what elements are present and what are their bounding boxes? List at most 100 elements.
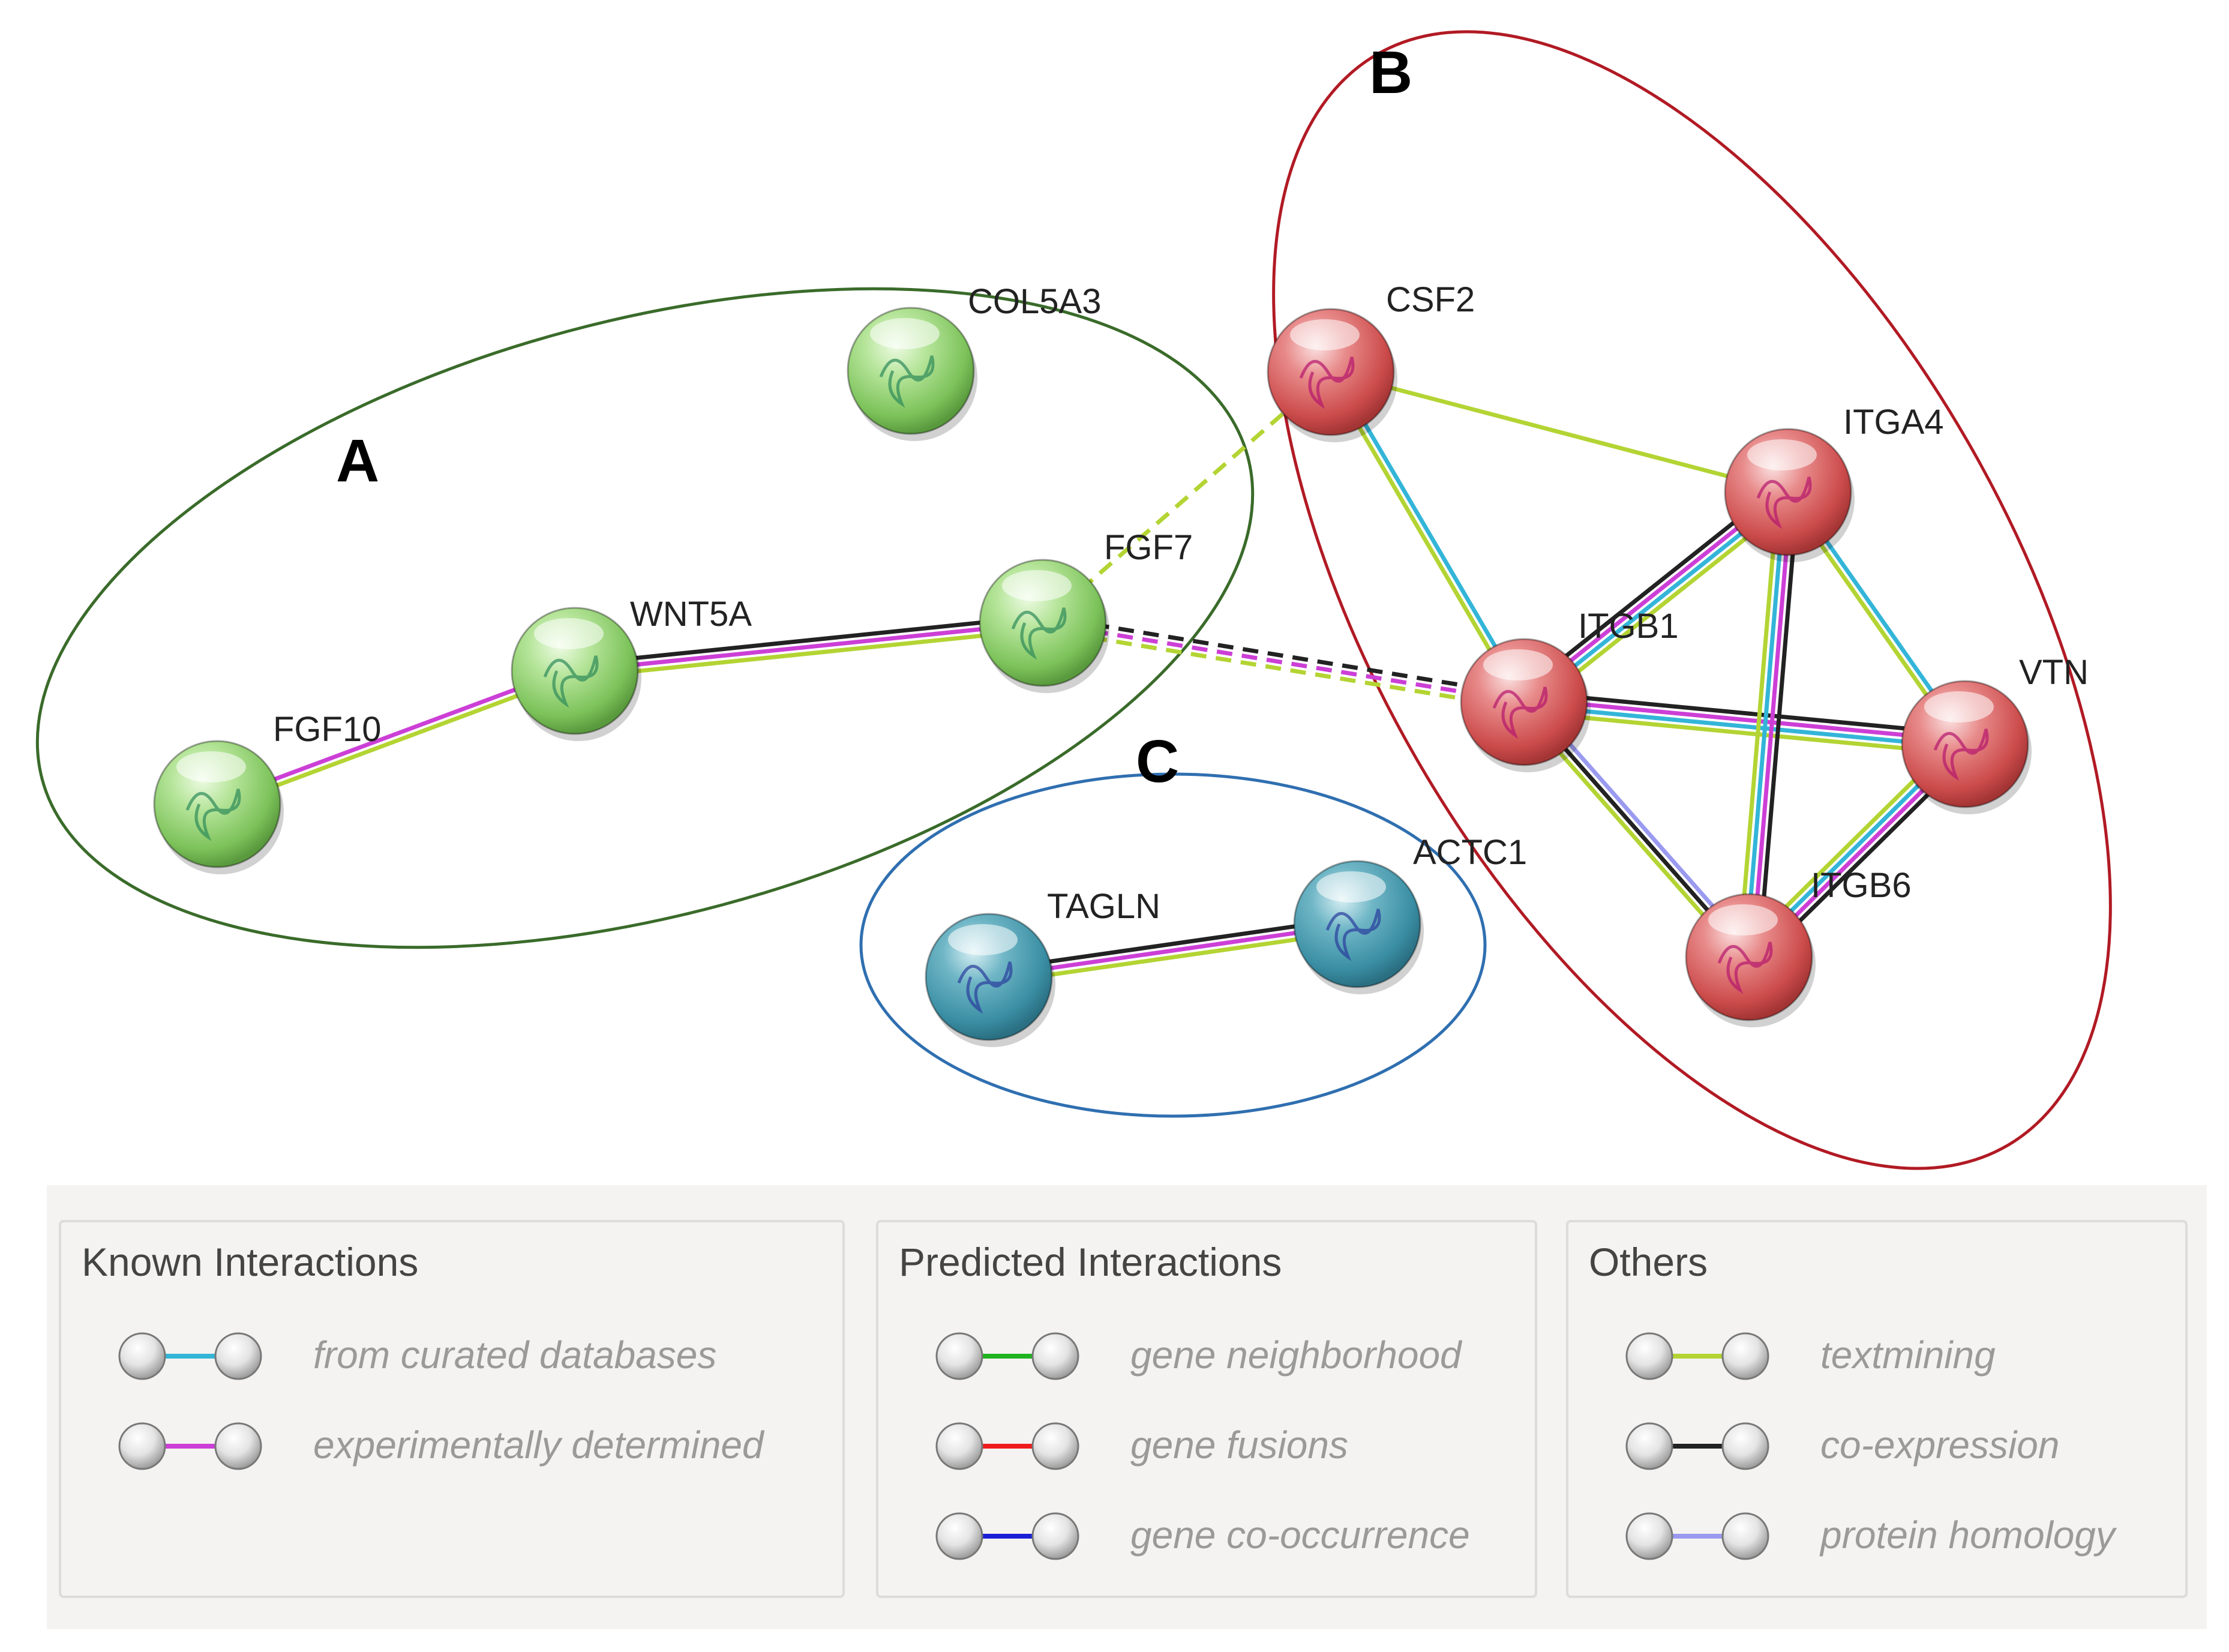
legend-label-co-expression: co-expression <box>1820 1423 2060 1467</box>
legend-item-textmining: textmining <box>1622 1324 2229 1384</box>
node-col5a3[interactable] <box>847 307 977 441</box>
legend-item-gene-fusions: gene fusions <box>932 1414 1652 1474</box>
legend-item-gene-neighborhood: gene neighborhood <box>932 1324 1652 1384</box>
node-itgb1[interactable] <box>1460 638 1591 772</box>
protein-structure-icon <box>1299 356 1355 409</box>
legend-ball-right <box>1031 1332 1079 1380</box>
legend-ball-right <box>214 1332 262 1380</box>
node-fgf7[interactable] <box>979 559 1109 693</box>
node-itga4[interactable] <box>1724 428 1855 562</box>
edge-line-co-expression <box>1043 614 1526 698</box>
edge-line-from-curated-databases <box>1744 491 1787 957</box>
legend-known-title: Known Interactions <box>82 1240 419 1284</box>
legend-item-curated-databases: from curated databases <box>115 1324 835 1384</box>
legend-label-protein-homology: protein homology <box>1820 1513 2115 1557</box>
edge-line-experimentally-determined <box>215 665 575 803</box>
edge-line-experimentally-determined <box>1524 697 1966 743</box>
edge-itga4-itgb6 <box>1737 491 1800 958</box>
legend-label-gene-fusions: gene fusions <box>1130 1423 1348 1467</box>
group-b-ellipse <box>1272 30 2112 1170</box>
node-actc1[interactable] <box>1293 860 1424 994</box>
legend-sample-experimentally-determined <box>118 1422 262 1470</box>
edge-line-co-expression <box>1756 493 1800 958</box>
group-a-ellipse <box>35 287 1255 949</box>
node-highlight <box>1002 570 1072 601</box>
edge-line-textmining <box>1523 709 1964 756</box>
node-highlight <box>870 318 940 349</box>
legend-sample-protein-homology <box>1625 1512 1769 1560</box>
legend-label-gene-neighborhood: gene neighborhood <box>1130 1333 1462 1377</box>
legend-label-curated-databases: from curated databases <box>313 1333 717 1377</box>
legend-ball-right <box>1721 1332 1769 1380</box>
node-label-csf2: CSF2 <box>1386 280 1475 319</box>
node-highlight <box>1290 319 1360 350</box>
node-label-tagln: TAGLN <box>1047 887 1160 926</box>
legend-sample-textmining <box>1625 1332 1769 1380</box>
edge-line-co-expression <box>1525 690 1966 737</box>
node-highlight <box>1708 904 1778 936</box>
legend-ball-left <box>935 1332 983 1380</box>
node-vtn[interactable] <box>1901 680 2032 814</box>
legend-ball-left <box>1625 1332 1673 1380</box>
legend-ball-right <box>1721 1422 1769 1470</box>
legend-item-co-expression: co-expression <box>1622 1414 2229 1474</box>
node-highlight <box>1924 691 1994 722</box>
edge-line-textmining <box>1737 491 1781 957</box>
edge-fgf10-wnt5a <box>215 665 577 809</box>
legend-sample-gene-co-occurrence <box>935 1512 1079 1560</box>
legend-item-gene-co-occurrence: gene co-occurrence <box>932 1504 1652 1564</box>
edge-line-from-curated-databases <box>1523 703 1965 749</box>
legend-item-experimentally-determined: experimentally determined <box>115 1414 835 1474</box>
legend-predicted-title: Predicted Interactions <box>899 1240 1282 1284</box>
node-csf2[interactable] <box>1267 308 1397 442</box>
legend-ball-right <box>1031 1422 1079 1470</box>
node-tagln[interactable] <box>925 913 1055 1047</box>
legend-ball-right <box>1031 1512 1079 1560</box>
node-label-itga4: ITGA4 <box>1843 403 1944 442</box>
node-highlight <box>1483 649 1553 680</box>
edge-line-from-curated-databases <box>1331 369 1529 701</box>
node-wnt5a[interactable] <box>511 607 641 741</box>
legend-others: Others textmining co-expression protein … <box>1566 1220 2188 1598</box>
edge-fgf7-csf2 <box>1041 370 1333 625</box>
legend-ball-left <box>1625 1512 1673 1560</box>
node-highlight <box>176 751 246 782</box>
protein-structure-icon <box>185 788 241 841</box>
edge-line-textmining <box>1041 370 1333 625</box>
group-c-ellipse <box>859 772 1487 1118</box>
protein-structure-icon <box>1717 942 1773 994</box>
edge-fgf7-itgb1 <box>1041 614 1526 711</box>
edge-line-experimentally-determined <box>1750 492 1793 958</box>
node-itgb6[interactable] <box>1685 893 1816 1027</box>
protein-structure-icon <box>543 655 599 708</box>
edge-itgb1-vtn <box>1523 690 1966 756</box>
node-highlight <box>1316 871 1386 903</box>
legend-ball-right <box>1721 1512 1769 1560</box>
node-highlight <box>534 618 604 649</box>
legend-known-interactions: Known Interactions from curated database… <box>59 1220 845 1598</box>
legend-ball-left <box>935 1422 983 1470</box>
node-highlight <box>1747 439 1817 470</box>
node-label-col5a3: COL5A3 <box>968 282 1101 321</box>
edge-wnt5a-fgf7 <box>574 614 1044 680</box>
legend-sample-gene-fusions <box>935 1422 1079 1470</box>
legend-predicted-interactions: Predicted Interactions gene neighborhood… <box>876 1220 1537 1598</box>
node-fgf10[interactable] <box>153 740 284 874</box>
edge-line-textmining <box>575 627 1044 680</box>
node-label-fgf10: FGF10 <box>273 710 382 749</box>
legend-ball-left <box>118 1422 166 1470</box>
edge-line-textmining <box>217 671 577 809</box>
legend-label-experimentally-determined: experimentally determined <box>313 1423 764 1467</box>
legend-ball-left <box>118 1332 166 1380</box>
edge-line-textmining <box>1326 373 1523 705</box>
protein-structure-icon <box>879 355 935 408</box>
node-label-vtn: VTN <box>2019 653 2089 692</box>
edge-line-co-expression <box>574 614 1043 667</box>
legend-label-gene-co-occurrence: gene co-occurrence <box>1130 1513 1470 1557</box>
group-b-label: B <box>1369 39 1412 106</box>
legend-label-textmining: textmining <box>1820 1333 1996 1377</box>
edge-line-textmining <box>1041 627 1523 711</box>
node-label-fgf7: FGF7 <box>1104 528 1193 567</box>
legend-ball-left <box>1625 1422 1673 1470</box>
edge-csf2-itgb1 <box>1326 369 1529 705</box>
